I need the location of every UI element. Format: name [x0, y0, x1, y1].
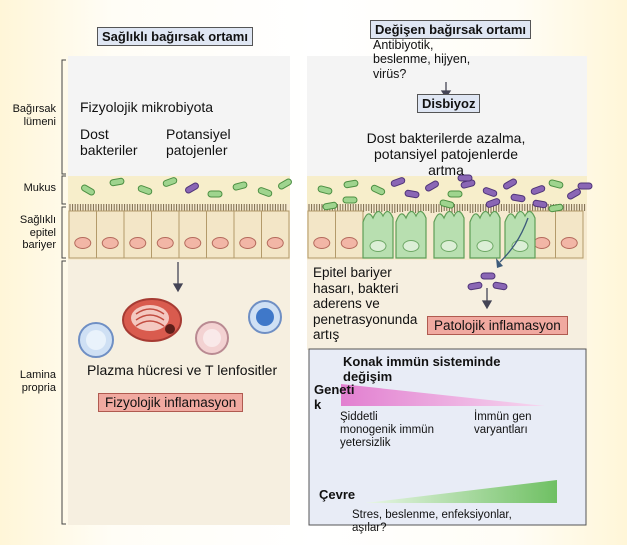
commensal-bacterium: [109, 177, 125, 187]
pathobiont-bacterium: [510, 193, 526, 203]
pathobiont-bacterium: [492, 281, 508, 291]
right-lamina: [307, 260, 587, 350]
pathobiont-bacterium: [185, 182, 199, 194]
microbiota-label: Fizyolojik mikrobiyota: [80, 99, 214, 115]
commensal-bacterium: [137, 185, 153, 195]
environment-triangle: [365, 480, 557, 503]
right-causes: Antibiyotik,beslenme, hijyen,virüs?: [373, 38, 471, 81]
cell-nucleus: [476, 240, 494, 252]
immune-cells-label: Plazma hücresi ve T lenfositler: [87, 362, 278, 378]
cell-nucleus: [369, 240, 387, 252]
cell-nucleus: [156, 237, 174, 249]
commensal-bacterium: [232, 181, 248, 191]
epithelial-cell: [178, 210, 207, 259]
physiological-inflammation: Fizyolojik inflamasyon: [98, 393, 244, 412]
pathobiont-bacterium: [457, 174, 473, 182]
left-mucus: [68, 176, 290, 204]
environment-factors: Stres, beslenme, enfeksiyonlar,aşılar?: [352, 509, 512, 535]
cell-nucleus: [313, 237, 331, 249]
pathobiont-bacterium: [404, 189, 420, 199]
epithelial-cell: [233, 210, 262, 259]
pathobiont-bacterium: [482, 187, 498, 197]
pathobiont-bacterium: [480, 272, 496, 280]
right-lumen: [307, 56, 587, 176]
pathobiont-bacterium: [467, 281, 483, 291]
epithelial-cell: [123, 210, 152, 259]
commensal-bacterium: [342, 196, 358, 204]
cell-nucleus: [101, 237, 119, 249]
pathobiont-bacterium: [485, 198, 501, 208]
right-epithelial-cells: [307, 210, 584, 259]
genetic-triangle: [341, 384, 545, 406]
cell-nucleus: [129, 237, 147, 249]
commensal-bacterium: [162, 177, 178, 187]
commensal-bacterium: [317, 185, 333, 195]
cell-nucleus: [402, 240, 420, 252]
commensal-bacterium: [343, 179, 359, 189]
pathobiont-bacterium: [530, 185, 546, 195]
right-bacteria: [317, 174, 593, 213]
pathobiont-bacterium: [567, 188, 581, 200]
commensal-bacterium: [257, 187, 273, 197]
epithelial-cell: [151, 210, 180, 259]
cell-nucleus: [560, 237, 578, 249]
cell-nucleus: [340, 237, 358, 249]
commensal-bacterium: [447, 190, 463, 198]
epithelial-cell: [261, 210, 290, 259]
commensal-bacterium: [81, 184, 95, 196]
translocating-bacteria: [467, 272, 508, 291]
dysbiosis-change: Dost bakterilerde azalma, potansiyel pat…: [366, 130, 526, 179]
left-lamina: [68, 260, 290, 525]
epithelial-cell: [555, 210, 584, 259]
cell-nucleus: [74, 237, 92, 249]
epithelial-cell: [206, 210, 235, 259]
commensal-bacterium: [322, 201, 338, 211]
pathobiont-bacterium: [503, 178, 517, 190]
layer-brackets: [61, 59, 66, 525]
cell-nucleus: [440, 240, 458, 252]
pathobiont-bacterium: [425, 180, 439, 192]
epithelial-cell: [96, 210, 125, 259]
immune-cells: [78, 298, 282, 358]
right-title: Değişen bağırsak ortamı: [370, 20, 531, 39]
pathobiont-bacterium: [532, 199, 548, 209]
cell-nucleus: [184, 237, 202, 249]
environment-label: Çevre: [319, 487, 356, 502]
pathological-inflammation: Patolojik inflamasyon: [427, 316, 568, 335]
commensal-bacterium: [548, 203, 564, 213]
left-lumen: [68, 56, 290, 176]
cell-nucleus: [239, 237, 257, 249]
cell-nucleus: [533, 237, 551, 249]
pathobiont-bacterium: [577, 182, 593, 190]
epithelial-cell: [335, 210, 364, 259]
commensal-bacterium: [439, 199, 455, 209]
disbiyoz-label: Disbiyoz: [417, 94, 481, 113]
left-epithelial-cells: [68, 210, 290, 259]
left-title: Sağlıklı bağırsak ortamı: [97, 27, 253, 46]
commensal-bacterium: [548, 179, 564, 189]
side-label-mukus: Mukus: [23, 182, 56, 194]
pathobiont-bacterium: [390, 177, 406, 187]
commensal-bacterium: [370, 184, 386, 196]
cell-nucleus: [511, 240, 529, 252]
left-bacteria: [81, 177, 292, 198]
commensal-bacterium: [207, 190, 223, 198]
commensal-bacterium: [278, 178, 292, 190]
cell-nucleus: [211, 237, 229, 249]
epithelial-cell: [68, 210, 97, 259]
cell-nucleus: [266, 237, 284, 249]
epithelial-cell: [307, 210, 336, 259]
